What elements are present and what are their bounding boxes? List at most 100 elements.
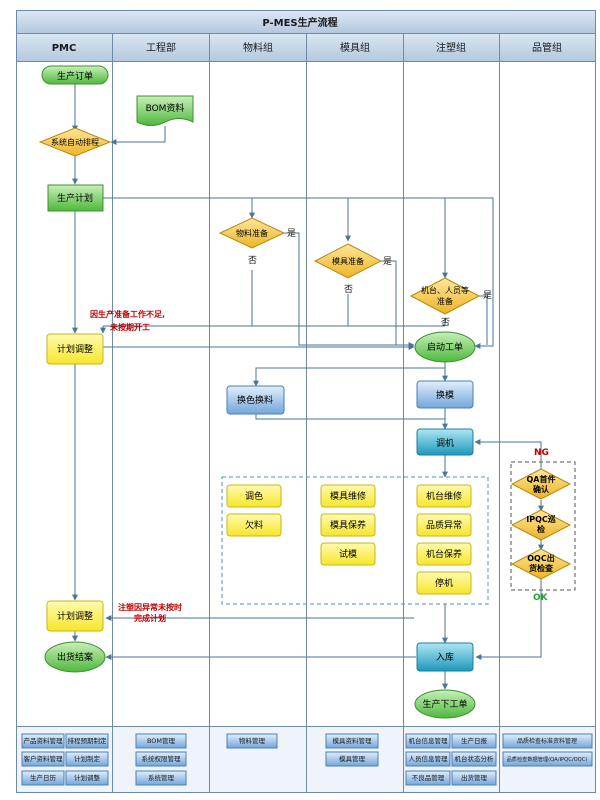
node-plan-adjust-2[interactable]: 计划调整 — [46, 600, 104, 632]
ng-label: NG — [534, 448, 549, 458]
svg-text:停机: 停机 — [435, 577, 453, 589]
lane-header-pmc: PMC — [52, 43, 77, 54]
svg-text:调机: 调机 — [436, 437, 454, 449]
node-production-plan[interactable]: 生产计划 — [47, 184, 104, 212]
module-schedule-forecast[interactable]: 排程预期制定 — [65, 733, 109, 749]
issue-machine-maintenance[interactable]: 机台保养 — [416, 542, 472, 566]
module-permission-management[interactable]: 系统权限管理 — [135, 751, 187, 767]
issue-mold-maintenance[interactable]: 模具保养 — [320, 513, 376, 537]
node-plan-adjust-1[interactable]: 计划调整 — [46, 333, 104, 365]
issue-group-box — [221, 476, 489, 605]
node-machine-tuning[interactable]: 调机 — [416, 428, 474, 456]
svg-text:模具资料管理: 模具资料管理 — [333, 736, 373, 745]
svg-text:准备: 准备 — [437, 296, 453, 306]
module-production-daily[interactable]: 生产日报 — [451, 733, 497, 749]
node-color-material-change[interactable]: 换色换料 — [226, 385, 285, 415]
svg-text:模具管理: 模具管理 — [339, 754, 366, 763]
svg-text:OQC出: OQC出 — [527, 553, 554, 563]
module-plan-making[interactable]: 计划制定 — [65, 751, 109, 767]
module-quality-data[interactable]: 品质检查数据管理(QA/IPQC/OQC) — [502, 751, 593, 767]
issue-trial-mold[interactable]: 试模 — [320, 542, 376, 566]
decision-machine-staff-ready[interactable]: 机台、人员等 准备 — [409, 277, 481, 315]
yes-label-mold: 是 — [383, 256, 392, 267]
svg-text:系统自动排程: 系统自动排程 — [51, 137, 99, 147]
decision-material-ready[interactable]: 物料准备 — [218, 217, 286, 249]
svg-text:系统管理: 系统管理 — [148, 773, 175, 782]
node-start-order[interactable]: 启动工单 — [414, 331, 476, 363]
svg-text:模具维修: 模具维修 — [330, 490, 366, 502]
module-quality-standard[interactable]: 品质检查标准资料管理 — [502, 733, 593, 749]
node-warehouse-in[interactable]: 入库 — [416, 642, 474, 672]
connectors — [72, 84, 544, 690]
module-machine-info[interactable]: 机台信息管理 — [405, 733, 451, 749]
node-close-order[interactable]: 出货结案 — [44, 641, 106, 673]
module-production-calendar[interactable]: 生产日历 — [21, 770, 65, 786]
node-production-order[interactable]: 生产订单 — [41, 65, 109, 85]
svg-text:机台保养: 机台保养 — [426, 548, 462, 560]
check-oqc-shipment[interactable]: OQC出 货检查 — [510, 548, 572, 580]
lane-header-mold: 模具组 — [340, 41, 370, 54]
decision-mold-ready[interactable]: 模具准备 — [313, 243, 383, 279]
no-label-material: 否 — [248, 255, 257, 266]
lane-dividers — [112, 33, 500, 792]
lane-header-material: 物料组 — [243, 41, 273, 54]
decision-auto-schedule[interactable]: 系统自动排程 — [38, 127, 112, 157]
title-band — [17, 11, 595, 33]
module-system-management[interactable]: 系统管理 — [135, 770, 187, 786]
no-label-mold: 否 — [344, 284, 353, 295]
svg-text:计划调整: 计划调整 — [57, 343, 93, 355]
issue-mold-repair[interactable]: 模具维修 — [320, 484, 376, 508]
module-material-management[interactable]: 物料管理 — [226, 733, 278, 749]
svg-text:机台信息管理: 机台信息管理 — [409, 736, 449, 745]
svg-text:不良品管理: 不良品管理 — [412, 773, 445, 782]
issue-machine-repair[interactable]: 机台维修 — [416, 484, 472, 508]
svg-text:计划调整: 计划调整 — [57, 610, 93, 622]
svg-text:产品资料管理: 产品资料管理 — [24, 736, 64, 745]
module-defect-management[interactable]: 不良品管理 — [405, 770, 451, 786]
check-qa-first-article[interactable]: QA首件 确认 — [510, 468, 572, 500]
svg-text:欠料: 欠料 — [245, 519, 263, 531]
svg-text:出货管理: 出货管理 — [461, 773, 488, 782]
svg-text:模具保养: 模具保养 — [330, 519, 366, 531]
check-ipqc-patrol[interactable]: IPQC巡 检 — [510, 509, 572, 541]
svg-text:品质检查标准资料管理: 品质检查标准资料管理 — [517, 737, 577, 745]
lane-header-injection: 注塑组 — [436, 41, 466, 54]
note-injection-issue: 注塑因异常未按时 — [118, 602, 182, 612]
module-mold-management[interactable]: 模具管理 — [325, 751, 379, 767]
issue-material-shortage[interactable]: 欠料 — [226, 513, 282, 537]
svg-text:确认: 确认 — [533, 484, 550, 494]
module-customer-data[interactable]: 客户资料管理 — [21, 751, 65, 767]
module-machine-status[interactable]: 机台状态分析 — [451, 751, 497, 767]
diagram-title: P-MES生产流程 — [262, 16, 337, 29]
module-bom-management[interactable]: BOM管理 — [135, 733, 187, 749]
yes-label-material: 是 — [287, 228, 296, 239]
node-finish-order[interactable]: 生产下工单 — [414, 689, 476, 719]
node-bom-data[interactable]: BOM资料 — [136, 95, 194, 126]
svg-text:出货结案: 出货结案 — [57, 651, 93, 663]
no-label-machine: 否 — [441, 317, 450, 328]
issue-quality-abnormal[interactable]: 品质异常 — [416, 513, 472, 537]
svg-text:生产日历: 生产日历 — [30, 773, 57, 782]
svg-text:模具准备: 模具准备 — [332, 256, 364, 266]
module-plan-adjust[interactable]: 计划调整 — [65, 770, 109, 786]
svg-text:生产订单: 生产订单 — [57, 70, 93, 82]
svg-text:换色换料: 换色换料 — [237, 394, 273, 406]
module-product-data[interactable]: 产品资料管理 — [21, 733, 65, 749]
svg-text:调色: 调色 — [245, 490, 263, 502]
module-shipping-management[interactable]: 出货管理 — [451, 770, 497, 786]
svg-text:人员信息管理: 人员信息管理 — [409, 754, 449, 763]
svg-text:系统权限管理: 系统权限管理 — [142, 754, 182, 763]
issue-machine-stop[interactable]: 停机 — [416, 571, 472, 595]
node-mold-change[interactable]: 换模 — [416, 380, 474, 409]
module-mold-data[interactable]: 模具资料管理 — [325, 733, 379, 749]
svg-text:BOM管理: BOM管理 — [147, 736, 176, 745]
module-staff-info[interactable]: 人员信息管理 — [405, 751, 451, 767]
svg-text:物料准备: 物料准备 — [236, 228, 268, 238]
svg-text:排程预期制定: 排程预期制定 — [68, 736, 108, 745]
issue-color-mixing[interactable]: 调色 — [226, 484, 282, 508]
svg-text:IPQC巡: IPQC巡 — [526, 514, 556, 524]
note-prep-insufficient: 因生产准备工作不足, — [90, 309, 165, 319]
svg-text:计划制定: 计划制定 — [74, 754, 101, 763]
svg-text:机台、人员等: 机台、人员等 — [421, 285, 469, 295]
